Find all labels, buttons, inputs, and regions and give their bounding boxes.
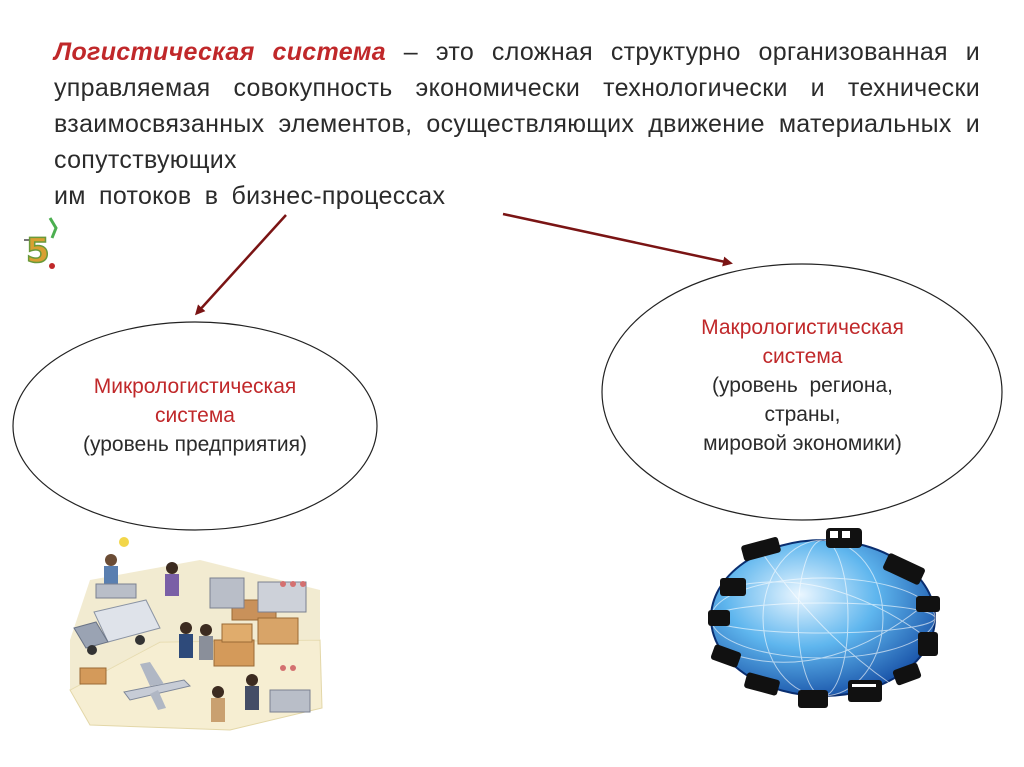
macro-detail-line3: мировой экономики) [605,429,1000,458]
slide-number-glyph: 5 [26,231,50,271]
globe-vehicles-illustration [708,528,940,708]
arrow-to-macro [503,214,730,263]
micro-title-line2: система [20,401,370,430]
macro-title-line2: система [605,342,1000,371]
micro-system-label: Микрологистическая система (уровень пред… [20,372,370,459]
macro-system-label: Макрологистическая система (уровень реги… [605,313,1000,458]
slide-number-icon: 5 [24,218,56,271]
macro-detail-line2: страны, [605,400,1000,429]
micro-title-line1: Микрологистическая [20,372,370,401]
enterprise-logistics-illustration [70,537,322,730]
arrow-to-micro [197,215,286,313]
lightbulb-icon [119,537,129,547]
macro-title-line1: Макрологистическая [605,313,1000,342]
micro-detail: (уровень предприятия) [20,430,370,459]
macro-detail-line1: (уровень региона, [605,371,1000,400]
